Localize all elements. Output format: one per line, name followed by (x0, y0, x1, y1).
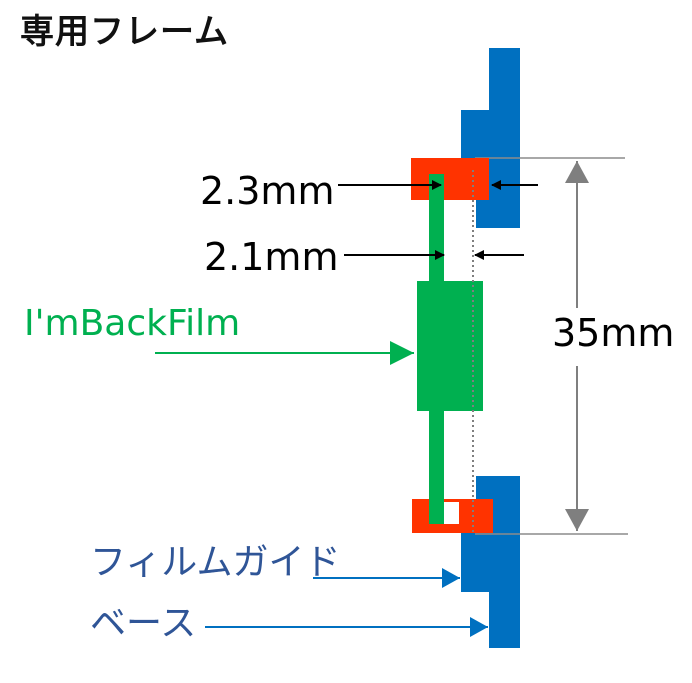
base-label: ベース (90, 603, 197, 644)
guide-slot (444, 502, 459, 524)
film-guide-label: フィルムガイド (90, 542, 341, 583)
dim-2-3mm-label: 2.3mm (200, 169, 335, 213)
page-title: 専用フレーム (20, 12, 229, 52)
dim-35mm-label: 35mm (552, 311, 675, 355)
extension-lines (475, 157, 628, 535)
film-label: I'mBackFilm (24, 303, 241, 344)
dim-2-1mm-label: 2.1mm (204, 235, 339, 279)
